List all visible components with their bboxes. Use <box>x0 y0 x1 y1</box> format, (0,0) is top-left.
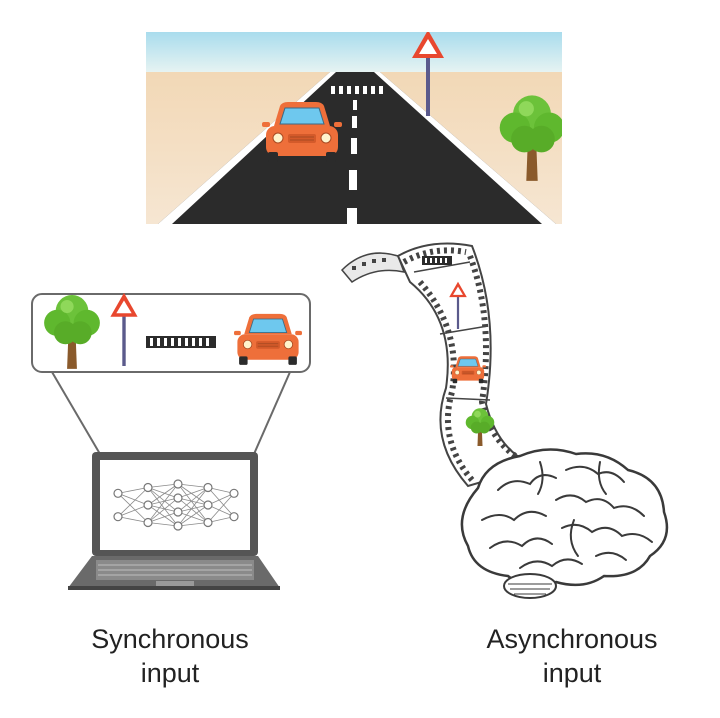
nn-node <box>113 488 123 498</box>
nn-connection <box>177 497 209 506</box>
asynchronous-input-label: Asynchronous input <box>452 622 692 690</box>
nn-connection <box>177 483 209 506</box>
nn-node <box>143 500 153 510</box>
nn-node <box>143 482 153 493</box>
asynchronous-label-line2: input <box>542 658 602 688</box>
nn-connection <box>177 497 209 523</box>
nn-connection <box>147 522 179 527</box>
nn-connection <box>117 504 149 518</box>
nn-connection <box>207 493 235 523</box>
nn-node <box>173 507 183 517</box>
nn-connection <box>147 497 179 506</box>
nn-connection <box>207 487 235 517</box>
nn-node <box>173 521 183 531</box>
nn-node <box>229 512 239 522</box>
road-center-line <box>347 100 357 224</box>
nn-connection <box>117 487 149 494</box>
nn-connection <box>177 522 209 527</box>
nn-connection <box>147 483 179 488</box>
nn-node <box>203 500 213 510</box>
neural-network-icon <box>113 479 239 531</box>
nn-node <box>203 517 213 528</box>
nn-node <box>113 512 123 522</box>
nn-connection <box>117 492 149 506</box>
laptop-icon <box>68 452 280 590</box>
nn-connection <box>177 483 209 523</box>
synchronous-input-label: Synchronous input <box>60 622 280 690</box>
road-scene <box>146 32 562 224</box>
nn-connection <box>177 504 209 527</box>
nn-connection <box>177 483 209 488</box>
nn-connection <box>147 504 179 513</box>
nn-connection <box>177 504 209 513</box>
asynchronous-label-line1: Asynchronous <box>486 624 658 654</box>
nn-node <box>173 493 183 503</box>
nn-connection <box>177 487 209 499</box>
nn-connection <box>147 487 179 527</box>
nn-connection <box>147 483 179 523</box>
nn-node <box>173 479 183 489</box>
nn-connection <box>177 487 209 513</box>
nn-connection <box>147 483 179 506</box>
synchronous-input-panel <box>31 292 311 455</box>
nn-connection <box>147 511 179 523</box>
nn-node <box>203 482 213 493</box>
nn-connection <box>117 487 149 517</box>
synchronous-label-line1: Synchronous <box>91 624 249 654</box>
nn-connection <box>207 492 235 506</box>
nn-connection <box>147 487 179 513</box>
nn-node <box>229 488 239 498</box>
crosswalk-icon <box>146 336 216 348</box>
road-crosswalk <box>331 86 383 94</box>
nn-connection <box>147 504 179 527</box>
film-strip-icon <box>340 242 540 488</box>
nn-node <box>143 517 153 528</box>
film-frame-crosswalk <box>422 256 452 265</box>
brain-icon <box>460 448 669 599</box>
nn-connection <box>117 493 149 523</box>
nn-connection <box>177 511 209 523</box>
nn-connection <box>147 487 179 499</box>
synchronous-label-line2: input <box>140 658 200 688</box>
nn-connection <box>177 487 209 527</box>
nn-connection <box>117 516 149 523</box>
nn-connection <box>147 497 179 523</box>
nn-connection <box>207 504 235 518</box>
